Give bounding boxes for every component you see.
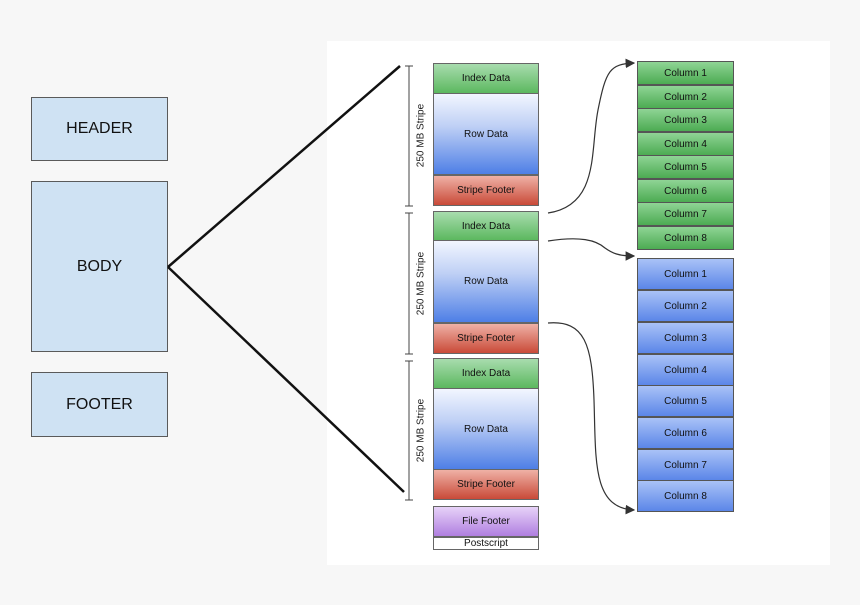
row-column-2: Column 2 xyxy=(637,290,734,322)
expand-line-bottom xyxy=(167,266,405,493)
file-footer: File Footer xyxy=(433,506,539,537)
header-label: HEADER xyxy=(66,120,133,137)
row-column-3: Column 3 xyxy=(637,322,734,354)
row-column-1: Column 1 xyxy=(637,258,734,290)
header-box: HEADER xyxy=(31,97,168,161)
stripe-label-1: 250 MB Stripe xyxy=(415,103,427,168)
stripe-1-row-data: Row Data xyxy=(433,93,539,175)
stripe-2-row-data: Row Data xyxy=(433,240,539,323)
index-column-1: Column 1 xyxy=(637,61,734,85)
stripe-3-stripe-footer: Stripe Footer xyxy=(433,469,539,500)
index-column-7: Column 7 xyxy=(637,202,734,226)
index-column-3: Column 3 xyxy=(637,108,734,132)
stripe-1-index-data: Index Data xyxy=(433,63,539,94)
arrow-index-to-columns xyxy=(547,58,636,214)
body-label: BODY xyxy=(76,257,123,275)
row-column-4: Column 4 xyxy=(637,354,734,386)
row-column-7: Column 7 xyxy=(637,449,734,481)
stripe-2-index-data: Index Data xyxy=(433,211,539,241)
stripe-3-index-data: Index Data xyxy=(433,358,539,389)
index-column-8: Column 8 xyxy=(637,226,734,250)
stripe-3-row-data: Row Data xyxy=(433,388,539,470)
stripe-2-stripe-footer: Stripe Footer xyxy=(433,323,539,354)
stripe-brackets xyxy=(405,65,413,501)
orc-file-panel xyxy=(327,41,830,565)
index-column-6: Column 6 xyxy=(637,179,734,203)
stripe-label-3: 250 MB Stripe xyxy=(415,398,427,463)
row-column-5: Column 5 xyxy=(637,385,734,417)
footer-box: FOOTER xyxy=(31,372,168,437)
stripe-label-2: 250 MB Stripe xyxy=(415,251,427,316)
arrow-footer-to-columns xyxy=(547,322,636,515)
index-column-5: Column 5 xyxy=(637,155,734,179)
row-column-8: Column 8 xyxy=(637,480,734,512)
row-column-6: Column 6 xyxy=(637,417,734,449)
body-box: BODY xyxy=(31,181,168,352)
expand-line-top xyxy=(167,65,401,268)
stripe-1-stripe-footer: Stripe Footer xyxy=(433,175,539,206)
index-column-2: Column 2 xyxy=(637,85,734,109)
arrow-row-to-columns xyxy=(547,238,636,261)
index-column-4: Column 4 xyxy=(637,132,734,156)
postscript: Postscript xyxy=(433,537,539,550)
footer-label: FOOTER xyxy=(66,395,133,413)
